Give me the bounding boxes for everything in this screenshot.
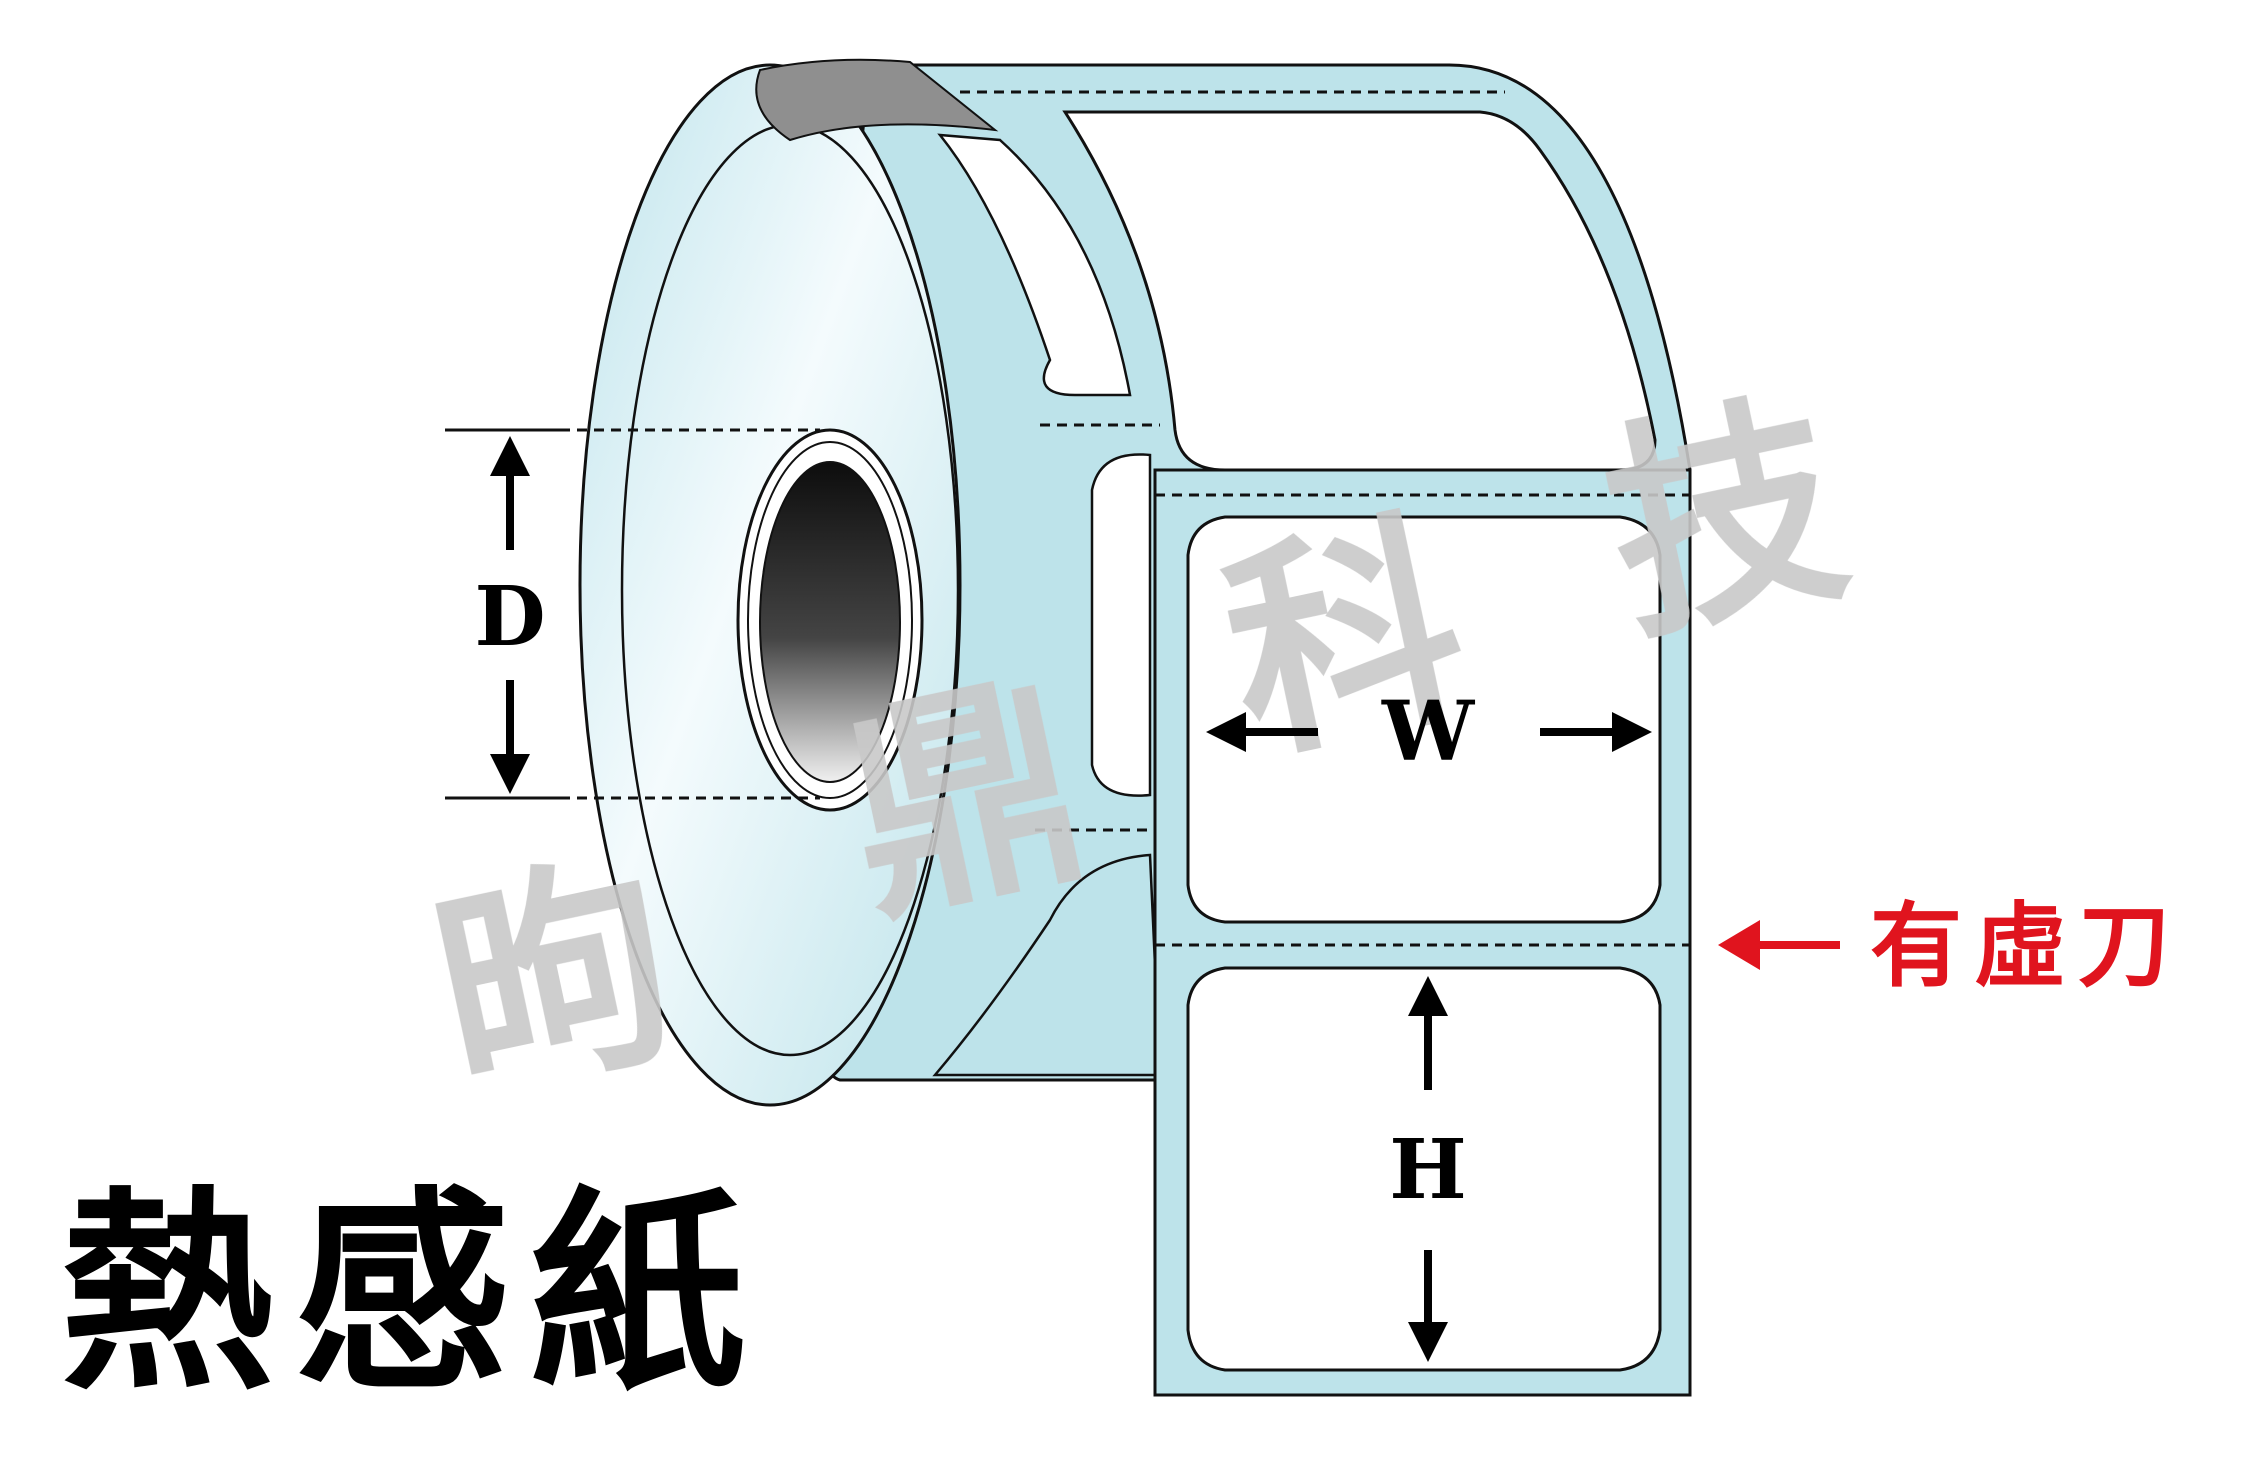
watermark-char-2: 鼎	[824, 643, 1105, 955]
height-dimension: H	[1389, 976, 1467, 1362]
diameter-label: D	[474, 569, 545, 665]
label-1	[1186, 515, 1662, 924]
dashed-guides	[560, 90, 1690, 947]
curved-label-side	[937, 133, 1132, 397]
perforation-callout: 有虛刀	[1718, 892, 2182, 1000]
curved-label-lower	[1090, 453, 1152, 797]
perforation-label: 有虛刀	[1870, 892, 2182, 1000]
label-2	[1186, 966, 1662, 1372]
diagram-title: 熱感紙	[60, 1166, 765, 1419]
diameter-dimension: D	[474, 436, 546, 794]
perforation-arrowhead-icon	[1718, 920, 1760, 970]
curved-label-top	[1062, 110, 1657, 472]
watermark-char-1: 昫	[414, 823, 695, 1135]
roll-top-bevel	[755, 58, 999, 142]
watermark: 昫 鼎 科 技	[414, 363, 1865, 1135]
roll-core-hole	[759, 461, 901, 783]
width-dimension: W	[1206, 684, 1652, 780]
watermark-char-3: 科	[1204, 483, 1485, 795]
width-label: W	[1381, 684, 1476, 780]
height-label: H	[1389, 1122, 1466, 1218]
watermark-char-4: 技	[1584, 363, 1865, 675]
curved-label-bottom-sweep	[932, 853, 1162, 1077]
